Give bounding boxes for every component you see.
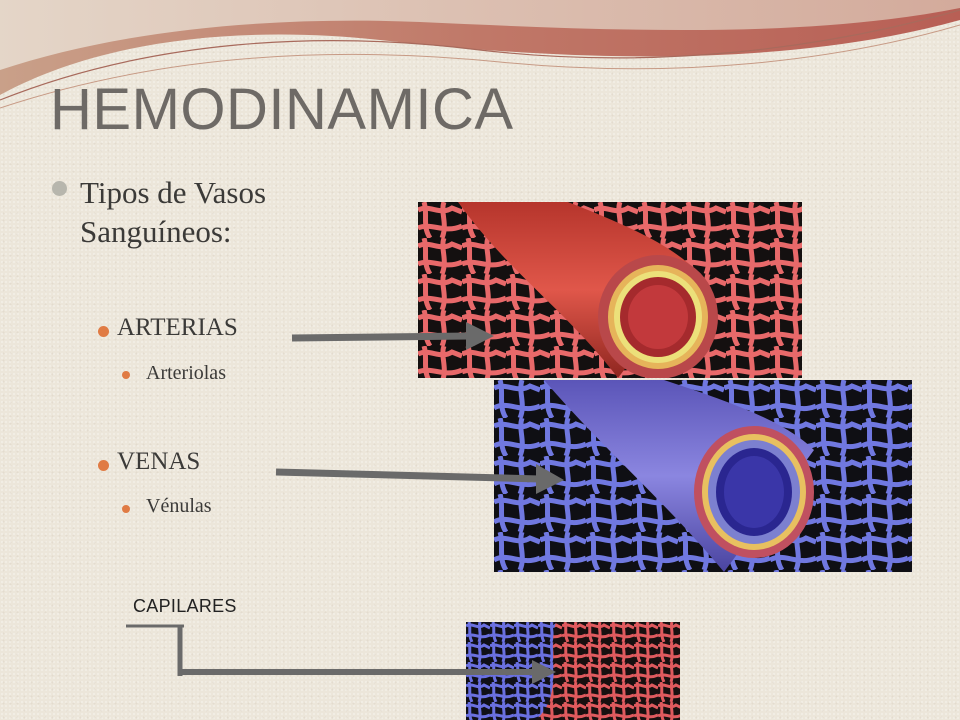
bullet-dot-venas bbox=[98, 460, 109, 471]
bullet-level1: Tipos de Vasos Sanguíneos: bbox=[52, 174, 382, 252]
header-wave-decoration bbox=[0, 0, 960, 109]
item-venulas-label: Vénulas bbox=[146, 495, 212, 517]
artery-illustration bbox=[418, 202, 802, 378]
item-arterias-label: ARTERIAS bbox=[117, 314, 238, 341]
vein-illustration bbox=[494, 380, 912, 572]
bullet-dot bbox=[52, 181, 67, 196]
bullet-dot-venulas bbox=[122, 505, 130, 513]
page-title: HEMODINAMICA bbox=[50, 77, 514, 142]
capillary-illustration bbox=[466, 622, 680, 720]
item-venas-label: VENAS bbox=[117, 448, 201, 475]
bullet-dot-arteriolas bbox=[122, 371, 130, 379]
bullet-text: Tipos de Vasos Sanguíneos: bbox=[80, 175, 267, 249]
item-arteriolas-label: Arteriolas bbox=[146, 362, 226, 384]
capillaries-label: CAPILARES bbox=[133, 596, 237, 616]
bullet-dot-arterias bbox=[98, 326, 109, 337]
